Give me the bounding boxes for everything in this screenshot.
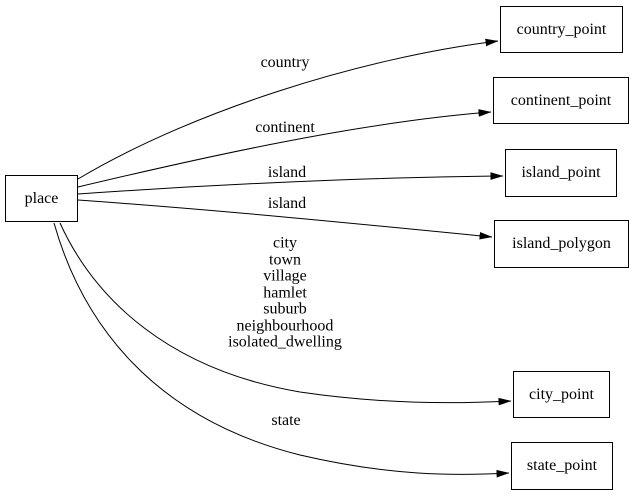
node-place: place — [5, 175, 78, 222]
edge-label-line-neighbourhood: neighbourhood — [236, 316, 334, 334]
node-city_point: city_point — [513, 371, 610, 418]
node-continent_point: continent_point — [493, 77, 629, 124]
edge-place-state_point — [53, 222, 510, 478]
edge-place-island_polygon — [77, 199, 493, 240]
node-island_point: island_point — [505, 149, 617, 197]
node-country_point: country_point — [500, 6, 623, 53]
edge-label-line-city: city — [272, 234, 297, 252]
edge-label-line-hamlet: hamlet — [263, 283, 307, 301]
edge-label-line-town: town — [268, 250, 301, 268]
edge-place-city_point — [59, 222, 512, 406]
node-island_polygon: island_polygon — [494, 220, 629, 268]
edge-label-country: country — [260, 53, 310, 71]
node-state_point: state_point — [511, 442, 613, 490]
edge-label-city-stack: city town village hamlet suburb neighbou… — [228, 235, 342, 351]
edge-place-island_point — [77, 172, 504, 195]
edge-label-line-isolated-dwelling: isolated_dwelling — [228, 333, 342, 351]
edge-place-continent_point — [77, 109, 492, 188]
edge-label-line-village: village — [263, 267, 307, 285]
edge-label-state: state — [271, 411, 301, 429]
edge-label-continent: continent — [255, 118, 315, 136]
edge-place-country_point — [77, 38, 499, 180]
edge-label-island-polygon: island — [267, 194, 307, 212]
edge-label-line-suburb: suburb — [263, 300, 307, 318]
edge-label-island-point: island — [267, 163, 307, 181]
